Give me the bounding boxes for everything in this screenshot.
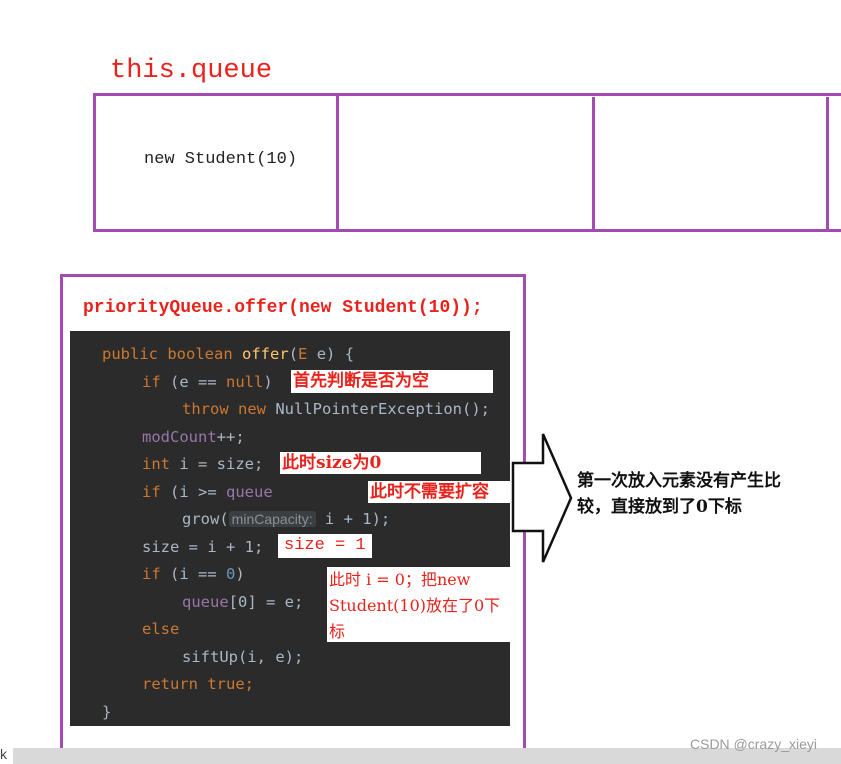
code-line-11: else bbox=[142, 620, 180, 638]
code-line-13: return true; bbox=[142, 675, 255, 693]
watermark: CSDN @crazy_xieyi bbox=[690, 736, 818, 752]
code-line-3: throw new NullPointerException(); bbox=[182, 400, 490, 418]
annotation-size-zero: 此时size为0 bbox=[280, 452, 481, 474]
code-line-8: size = i + 1; bbox=[142, 538, 264, 556]
code-line-10: queue[0] = e; bbox=[182, 593, 304, 611]
queue-cell-divider bbox=[592, 97, 595, 232]
offer-call: priorityQueue.offer(new Student(10)); bbox=[83, 298, 483, 318]
code-line-7: grow(minCapacity: i + 1); bbox=[182, 510, 391, 528]
code-line-14: } bbox=[102, 703, 112, 721]
arrow-explanation: 第一次放入元素没有产生比较，直接放到了0下标 bbox=[577, 471, 781, 517]
code-line-12: siftUp(i, e); bbox=[182, 648, 304, 666]
annotation-null-check: 首先判断是否为空 bbox=[291, 370, 493, 393]
code-block: public boolean offer(E e) { if (e == nul… bbox=[70, 331, 512, 726]
code-line-4: modCount++; bbox=[142, 428, 245, 446]
code-line-9: if (i == 0) bbox=[142, 565, 245, 583]
queue-cell-divider bbox=[336, 93, 339, 232]
queue-title: this.queue bbox=[110, 56, 273, 86]
code-line-1: public boolean offer(E e) { bbox=[102, 345, 355, 363]
queue-cell-0: new Student(10) bbox=[144, 150, 298, 169]
scroll-glyph: k bbox=[0, 746, 7, 762]
code-line-5: int i = size; bbox=[142, 455, 264, 473]
queue-cell-divider bbox=[826, 97, 829, 232]
annotation-placed: 此时 i = 0；把new Student(10)放在了0下标 bbox=[327, 567, 512, 642]
annotation-size-one: size = 1 bbox=[278, 534, 372, 558]
queue-array bbox=[93, 93, 841, 232]
arrow-right-icon bbox=[511, 433, 573, 563]
code-line-6: if (i >= queue bbox=[142, 483, 273, 501]
annotation-no-grow: 此时不需要扩容 bbox=[368, 481, 512, 503]
parameter-hint: minCapacity: bbox=[228, 511, 316, 527]
horizontal-scrollbar[interactable] bbox=[13, 748, 841, 764]
code-line-2: if (e == null) bbox=[142, 373, 273, 391]
